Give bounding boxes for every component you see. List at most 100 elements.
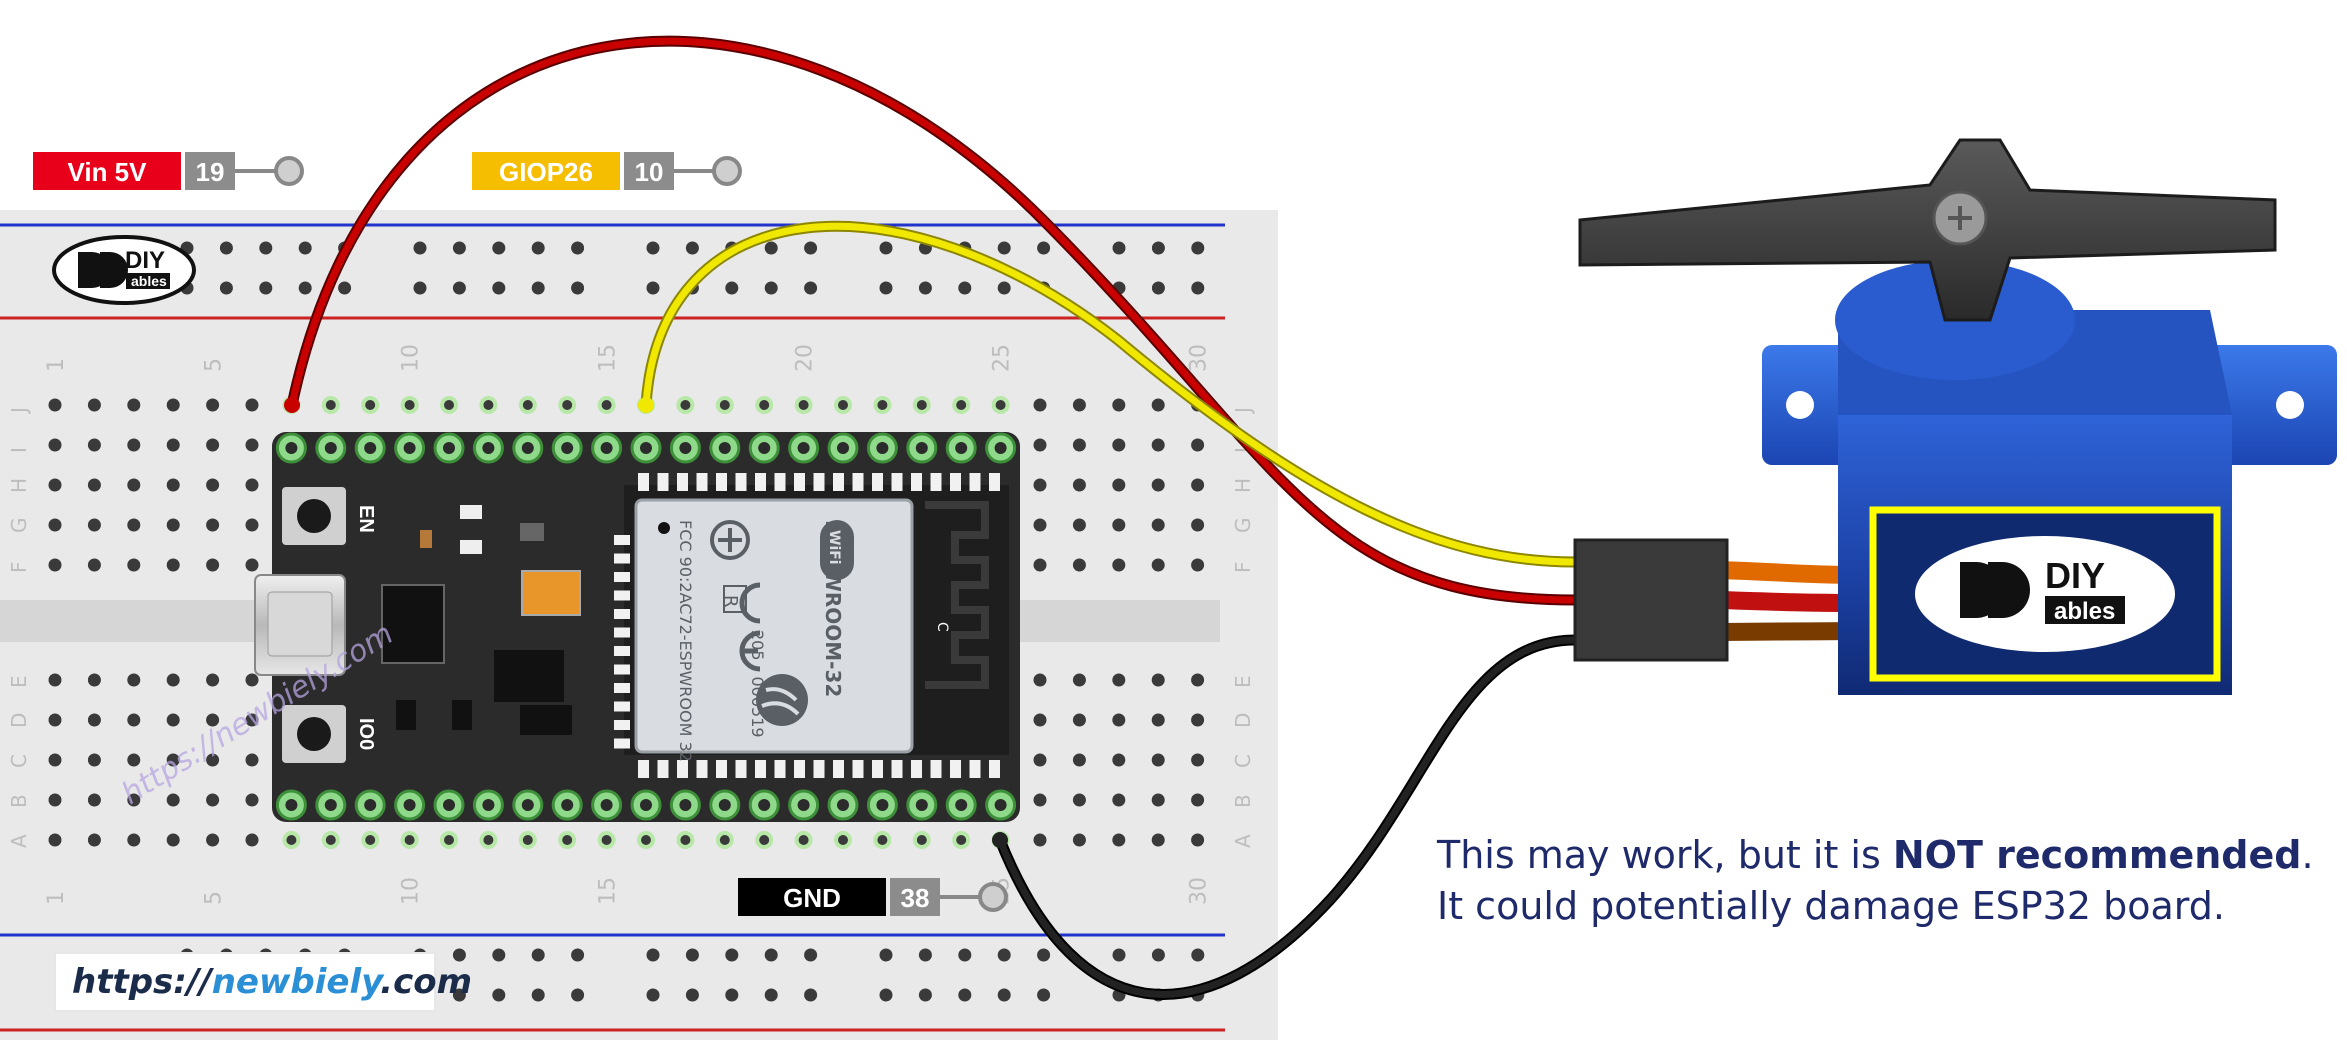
breadboard-hole — [48, 833, 62, 847]
rail-hole — [918, 948, 932, 962]
breadboard-hole — [1072, 518, 1086, 532]
rail-hole — [492, 948, 506, 962]
breadboard-hole — [1151, 833, 1165, 847]
header-pin-hole — [915, 799, 928, 811]
breadboard-hole — [1151, 753, 1165, 767]
breadboard-hole — [166, 478, 180, 492]
module-pin-top — [774, 473, 786, 491]
breadboard-hole — [1112, 713, 1126, 727]
breadboard-hole — [1112, 753, 1126, 767]
breadboard-hole — [206, 438, 220, 452]
rail-hole — [1151, 241, 1165, 255]
breadboard-hole-center — [838, 835, 848, 845]
breadboard-hole — [1072, 753, 1086, 767]
header-pin-hole — [679, 442, 692, 454]
module-pin-side — [614, 553, 630, 564]
breadboard-hole — [127, 793, 141, 807]
breadboard-hole — [48, 753, 62, 767]
breadboard-hole — [48, 558, 62, 572]
rail-hole — [804, 281, 818, 295]
rail-hole — [879, 948, 893, 962]
rail-hole — [452, 241, 466, 255]
row-letter-left: J — [7, 407, 31, 415]
gpio-pin-number: 10 — [635, 157, 664, 187]
rail-hole — [452, 281, 466, 295]
rail-hole — [1037, 241, 1051, 255]
breadboard-hole — [48, 713, 62, 727]
ce-mark-icon — [739, 582, 761, 672]
rail-hole — [646, 948, 660, 962]
note-line-1: This may work, but it is NOT recommended… — [1437, 830, 2337, 881]
module-castellated-pins — [614, 473, 1000, 778]
breadboard-hole — [1151, 713, 1165, 727]
rail-hole — [646, 241, 660, 255]
breadboard-hole-center — [916, 400, 927, 410]
breadboard-hole-center — [444, 400, 454, 410]
row-letter-right: A — [1231, 834, 1255, 848]
module-pin-side — [614, 701, 630, 712]
breadboard-hole — [1151, 438, 1165, 452]
module-pin-side — [614, 646, 630, 656]
rail-hole — [646, 988, 660, 1002]
website-url-box: https://newbiely.com — [54, 952, 472, 1012]
module-pin-top — [989, 473, 1000, 491]
servo-connector — [1573, 538, 1729, 662]
row-letter-left: I — [7, 447, 31, 453]
servo-brown-lead — [1711, 622, 1867, 641]
module-pin-side — [614, 609, 630, 619]
pin-label-gnd: GND 38 — [738, 878, 1008, 916]
breadboard-hole-center — [956, 400, 967, 410]
rail-hole — [764, 988, 778, 1002]
rail-hole — [452, 948, 466, 962]
pcb-antenna — [925, 501, 989, 689]
header-pin-hole — [915, 442, 928, 454]
breadboard-hole — [127, 398, 141, 412]
breadboard-hole-center — [444, 835, 454, 845]
module-pin-bottom — [774, 760, 786, 778]
header-pin-hole — [718, 442, 731, 454]
header-pin-hole — [364, 442, 377, 454]
rail-hole — [492, 988, 506, 1002]
breadboard-hole — [206, 558, 220, 572]
servo-motor: DIY ables — [1578, 138, 2337, 695]
module-pin-top — [794, 473, 805, 491]
breadboard-hole-center — [759, 835, 770, 845]
red-wire — [288, 37, 1579, 604]
rail-hole — [1191, 241, 1205, 255]
esp32-board: EN IO0 ESP-WROOM-32 FCC 90:2AC72-ESPWROO… — [116, 432, 1020, 822]
header-pin-hole — [955, 799, 968, 811]
header-pin-hole — [285, 799, 298, 811]
header-pin-hole — [955, 442, 968, 454]
breadboard-hole-center — [916, 835, 927, 845]
breadboard-hole — [127, 438, 141, 452]
header-pin-hole — [285, 442, 298, 454]
header-pin-hole — [994, 799, 1007, 811]
module-pin-bottom — [989, 760, 1000, 778]
breadboard-hole — [127, 558, 141, 572]
breadboard-hole — [245, 833, 259, 847]
rail-hole — [879, 281, 893, 295]
breadboard-hole — [1112, 558, 1126, 572]
breadboard-hole — [206, 793, 220, 807]
rail-hole — [804, 241, 818, 255]
row-letter-right: G — [1231, 518, 1255, 534]
breadboard-hole — [1033, 673, 1047, 687]
module-pin-side — [614, 720, 630, 730]
breadboard-hole — [1191, 518, 1205, 532]
rail-hole — [219, 241, 233, 255]
rail-hole — [1151, 948, 1165, 962]
rail-hole — [764, 281, 778, 295]
module-pin-bottom — [696, 760, 708, 778]
module-pin-bottom — [735, 760, 747, 778]
header-pin-hole — [797, 442, 810, 454]
breadboard-hole — [48, 518, 62, 532]
row-letter-left: B — [7, 794, 31, 808]
rail-hole — [492, 281, 506, 295]
row-letter-right: B — [1231, 794, 1255, 808]
breadboard-hole — [166, 398, 180, 412]
breadboard-hole — [245, 558, 259, 572]
servo-logo-bottom-text: ables — [2054, 598, 2115, 625]
rail-hole — [492, 241, 506, 255]
column-number-bottom: 30 — [1187, 877, 1212, 905]
